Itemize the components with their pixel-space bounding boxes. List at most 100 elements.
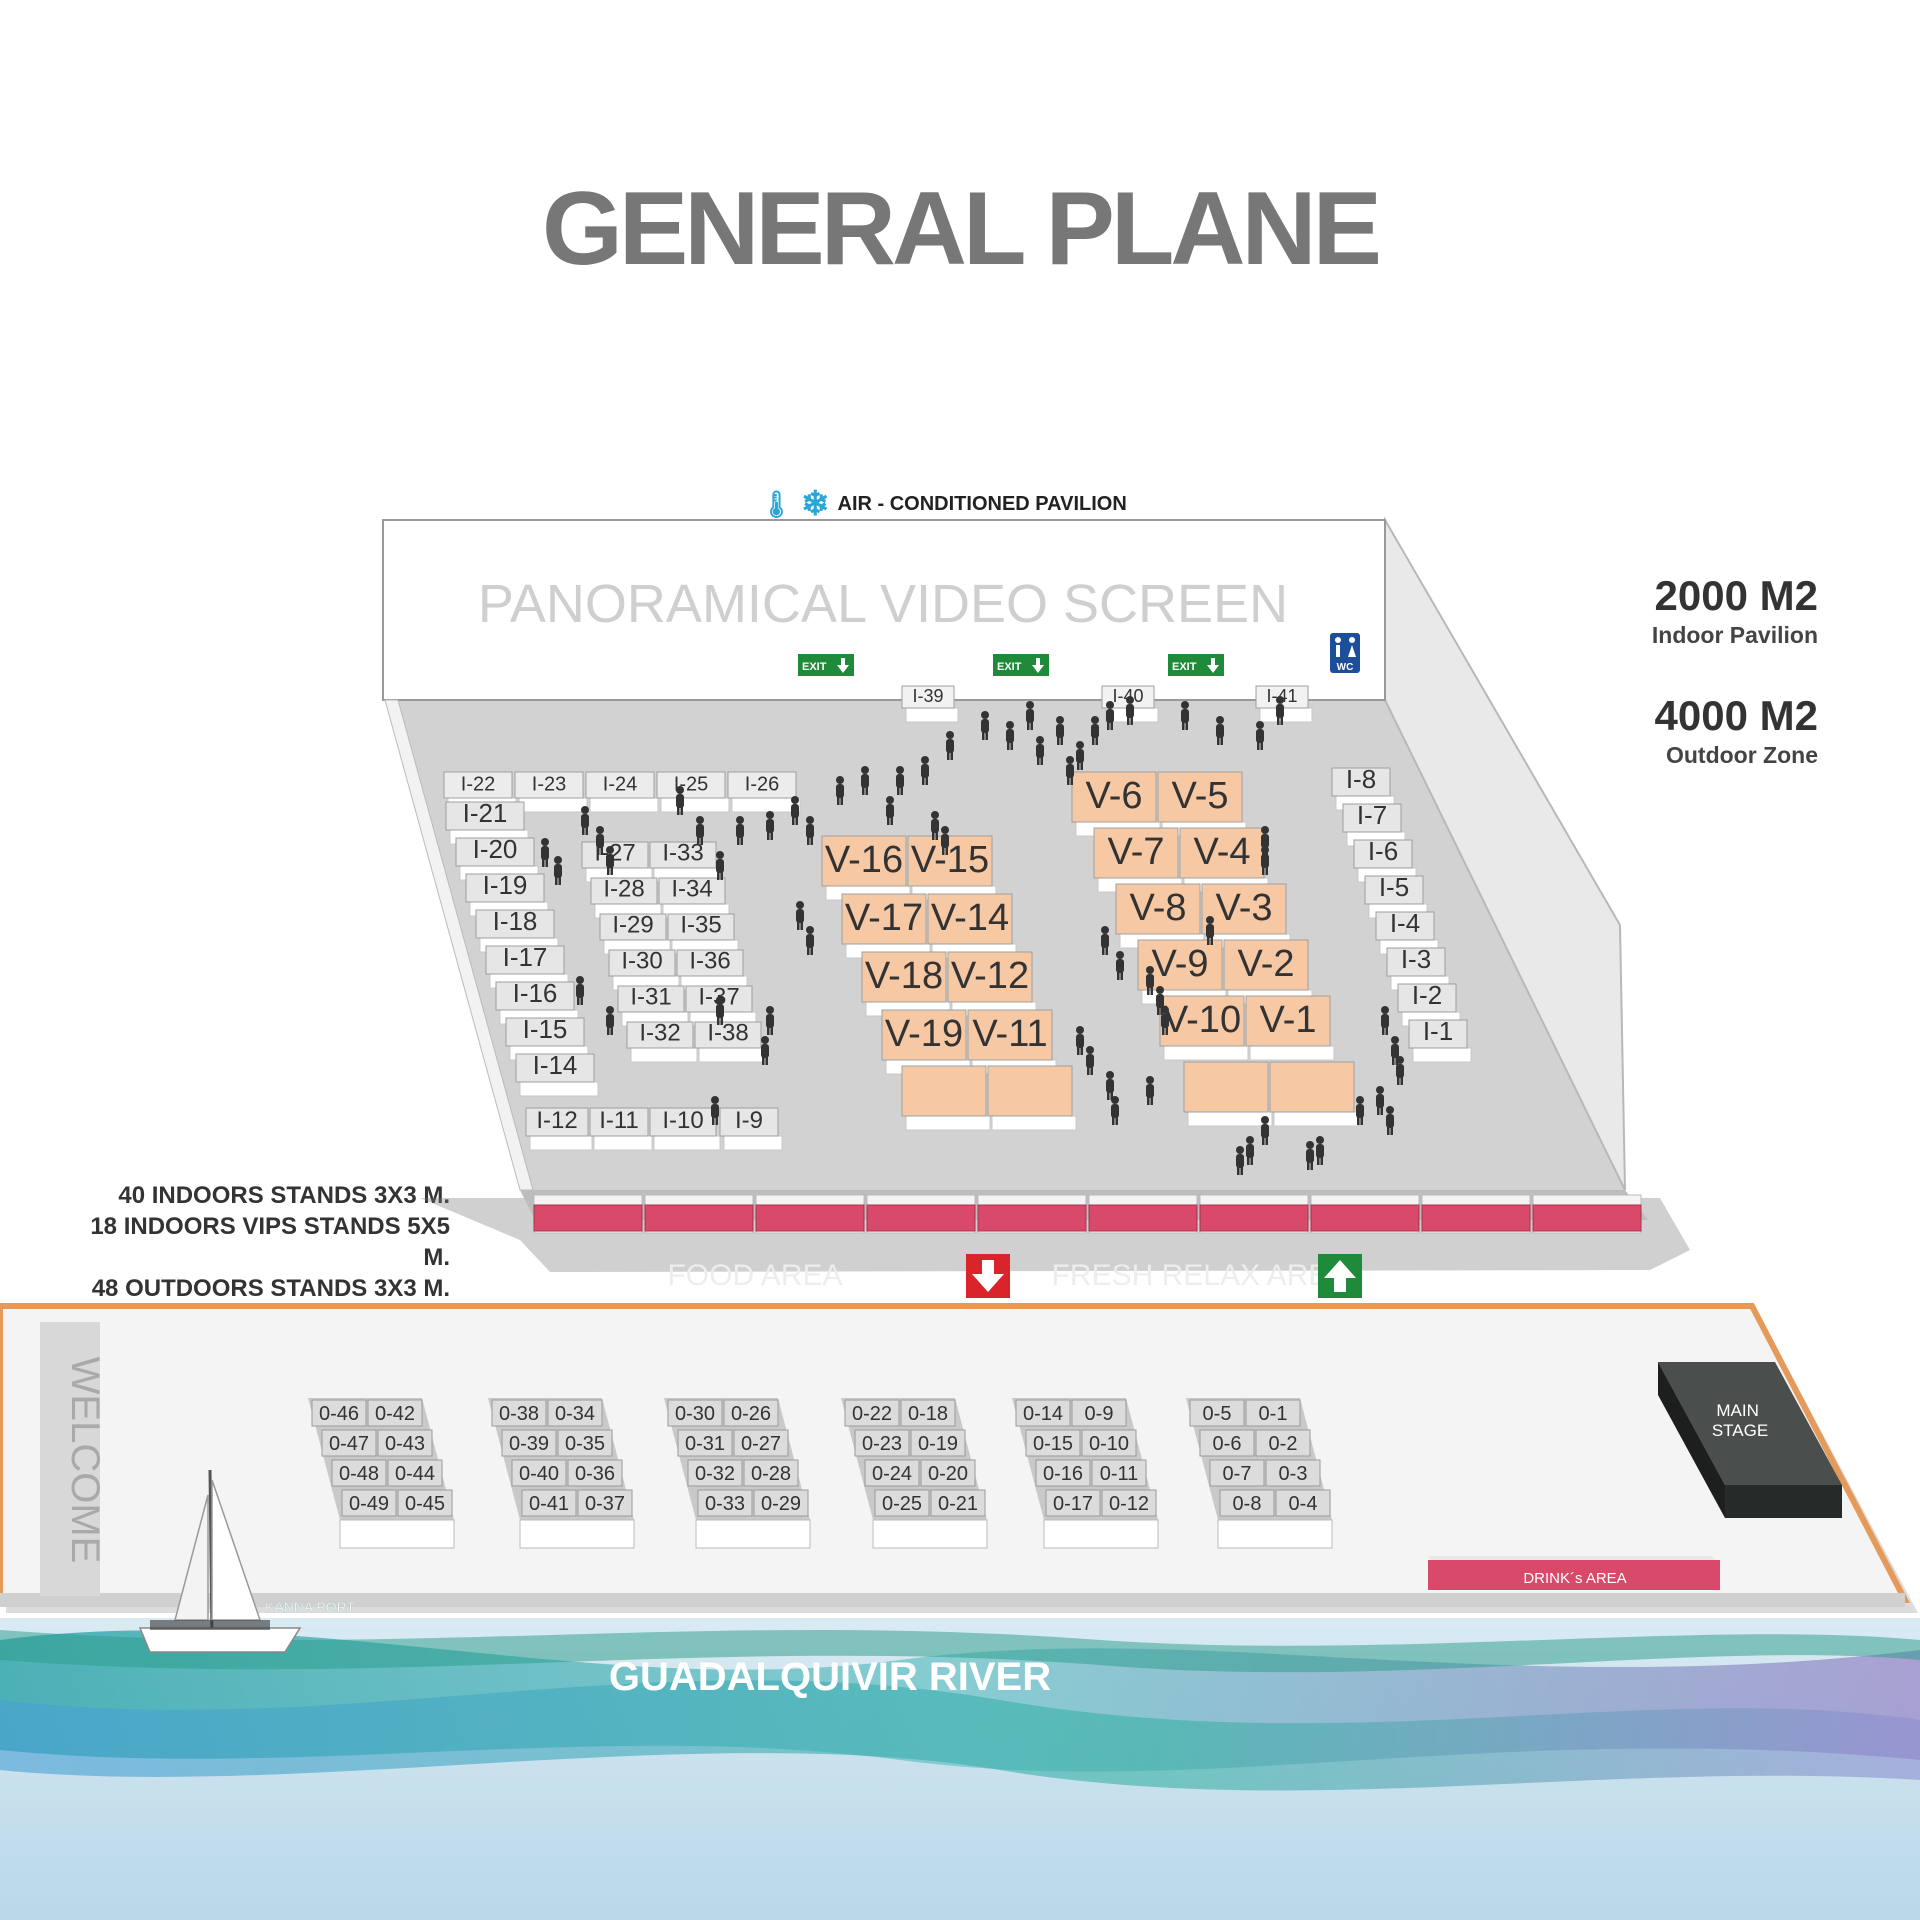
vip-stand[interactable]: V-2 [1223,939,1313,1005]
outdoor-stand[interactable]: 0-6 [1199,1429,1255,1457]
vip-stand[interactable] [901,1065,991,1131]
indoor-stand[interactable]: I-26 [727,771,801,813]
outdoor-stand[interactable]: 0-3 [1265,1459,1321,1487]
food-stall[interactable] [644,1204,754,1232]
outdoor-stand[interactable]: 0-10 [1081,1429,1137,1457]
vip-stand[interactable]: V-10 [1159,995,1249,1061]
vip-stand[interactable]: V-3 [1201,883,1291,949]
outdoor-stand[interactable]: 0-8 [1219,1489,1275,1517]
indoor-stand[interactable]: I-20 [455,834,539,881]
outdoor-stand[interactable]: 0-17 [1045,1489,1101,1517]
outdoor-stand[interactable]: 0-43 [377,1429,433,1457]
outdoor-stand[interactable]: 0-36 [567,1459,623,1487]
outdoor-stand[interactable]: 0-7 [1209,1459,1265,1487]
food-stall[interactable] [533,1204,643,1232]
vip-stand[interactable]: V-11 [967,1009,1057,1075]
outdoor-stand[interactable]: 0-9 [1071,1399,1127,1427]
indoor-stand[interactable]: I-12 [525,1107,593,1151]
vip-stand[interactable]: V-8 [1115,883,1205,949]
vip-stand[interactable]: V-19 [881,1009,971,1075]
indoor-stand[interactable]: I-9 [719,1107,783,1151]
outdoor-stand[interactable]: 0-29 [753,1489,809,1517]
food-stall[interactable] [1310,1204,1420,1232]
food-stall[interactable] [1088,1204,1198,1232]
outdoor-stand[interactable]: 0-12 [1101,1489,1157,1517]
vip-stand[interactable]: V-15 [907,835,997,901]
outdoor-stand[interactable]: 0-31 [677,1429,733,1457]
food-stall[interactable] [1199,1204,1309,1232]
indoor-stand[interactable]: I-11 [589,1107,653,1151]
vip-stand[interactable]: V-6 [1071,771,1161,837]
outdoor-stand[interactable]: 0-20 [920,1459,976,1487]
outdoor-stand[interactable]: 0-45 [397,1489,453,1517]
indoor-stand[interactable]: I-25 [656,771,730,813]
indoor-stand[interactable]: I-21 [445,798,529,845]
vip-stand[interactable] [1183,1061,1273,1127]
outdoor-stand[interactable]: 0-41 [521,1489,577,1517]
vip-stand[interactable]: V-12 [947,951,1037,1017]
indoor-stand[interactable]: I-2 [1397,980,1461,1027]
outdoor-stand[interactable]: 0-22 [844,1399,900,1427]
food-stall[interactable] [1421,1204,1531,1232]
outdoor-stand[interactable]: 0-25 [874,1489,930,1517]
outdoor-stand[interactable]: 0-34 [547,1399,603,1427]
outdoor-stand[interactable]: 0-48 [331,1459,387,1487]
outdoor-stand[interactable]: 0-27 [733,1429,789,1457]
outdoor-stand[interactable]: 0-26 [723,1399,779,1427]
outdoor-stand[interactable]: 0-19 [910,1429,966,1457]
outdoor-stand[interactable]: 0-46 [311,1399,367,1427]
outdoor-stand[interactable]: 0-44 [387,1459,443,1487]
food-stall[interactable] [977,1204,1087,1232]
outdoor-stand[interactable]: 0-4 [1275,1489,1331,1517]
indoor-stand[interactable]: I-16 [495,978,579,1025]
indoor-stand[interactable]: I-14 [515,1050,599,1097]
outdoor-stand[interactable]: 0-35 [557,1429,613,1457]
vip-stand[interactable]: V-1 [1245,995,1335,1061]
outdoor-stand[interactable]: 0-33 [697,1489,753,1517]
outdoor-stand[interactable]: 0-18 [900,1399,956,1427]
outdoor-stand[interactable]: 0-37 [577,1489,633,1517]
vip-stand[interactable]: V-18 [861,951,951,1017]
outdoor-stand[interactable]: 0-5 [1189,1399,1245,1427]
indoor-stand[interactable]: I-24 [585,771,659,813]
food-stall[interactable] [1532,1204,1642,1232]
indoor-stand[interactable]: I-10 [649,1107,721,1151]
outdoor-stand[interactable]: 0-42 [367,1399,423,1427]
outdoor-stand[interactable]: 0-23 [854,1429,910,1457]
vip-stand[interactable]: V-5 [1157,771,1247,837]
indoor-stand[interactable]: I-41 [1255,685,1313,723]
food-stall[interactable] [866,1204,976,1232]
vip-stand[interactable]: V-16 [821,835,911,901]
outdoor-stand[interactable]: 0-21 [930,1489,986,1517]
vip-stand[interactable]: V-7 [1093,827,1183,893]
outdoor-stand[interactable]: 0-14 [1015,1399,1071,1427]
outdoor-stand[interactable]: 0-28 [743,1459,799,1487]
indoor-stand[interactable]: I-6 [1353,836,1417,883]
food-stall[interactable] [755,1204,865,1232]
outdoor-stand[interactable]: 0-30 [667,1399,723,1427]
outdoor-stand[interactable]: 0-40 [511,1459,567,1487]
outdoor-stand[interactable]: 0-16 [1035,1459,1091,1487]
indoor-stand[interactable]: I-32 [626,1020,698,1063]
vip-stand[interactable] [1269,1061,1359,1127]
outdoor-stand[interactable]: 0-15 [1025,1429,1081,1457]
indoor-stand[interactable]: I-19 [465,870,549,917]
outdoor-stand[interactable]: 0-32 [687,1459,743,1487]
outdoor-stand[interactable]: 0-47 [321,1429,377,1457]
indoor-stand[interactable]: I-23 [514,771,588,813]
indoor-stand[interactable]: I-1 [1408,1016,1472,1063]
outdoor-stand[interactable]: 0-24 [864,1459,920,1487]
vip-stand[interactable]: V-4 [1179,827,1269,893]
indoor-stand[interactable]: I-39 [901,685,959,723]
vip-stand[interactable]: V-17 [841,893,931,959]
outdoor-stand[interactable]: 0-2 [1255,1429,1311,1457]
outdoor-stand[interactable]: 0-49 [341,1489,397,1517]
outdoor-stand[interactable]: 0-39 [501,1429,557,1457]
indoor-stand[interactable]: I-38 [694,1020,766,1063]
outdoor-stand[interactable]: 0-11 [1091,1459,1147,1487]
outdoor-stand[interactable]: 0-38 [491,1399,547,1427]
vip-stand[interactable] [987,1065,1077,1131]
person-icon [1161,1006,1169,1035]
vip-stand[interactable]: V-14 [927,893,1017,959]
outdoor-stand[interactable]: 0-1 [1245,1399,1301,1427]
